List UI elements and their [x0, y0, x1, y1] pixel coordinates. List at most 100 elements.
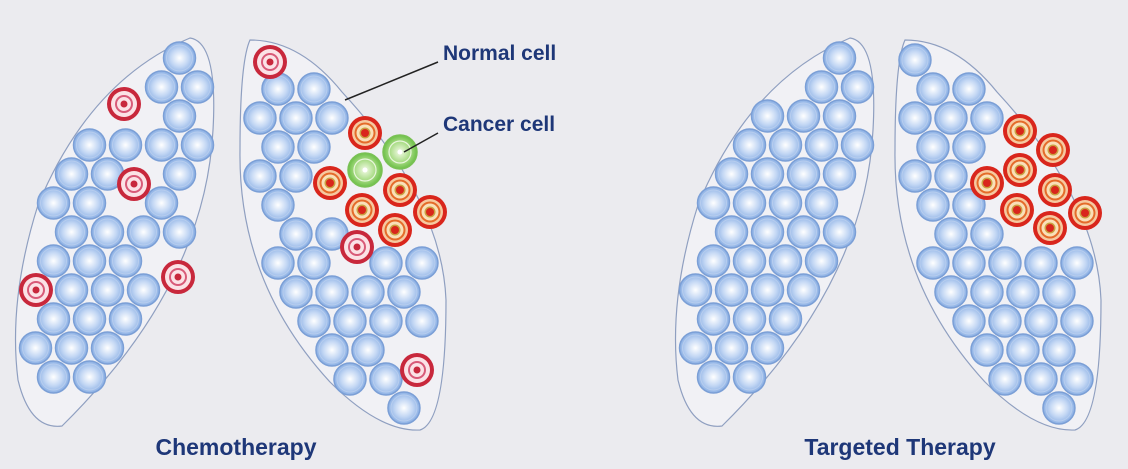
- normal-cell: [180, 70, 215, 104]
- normal-cell: [36, 302, 71, 336]
- normal-cell: [108, 128, 143, 162]
- normal-cell: [369, 362, 403, 396]
- normal-cell: [18, 331, 53, 365]
- normal-cell: [1042, 391, 1076, 425]
- normal-cell: [786, 273, 821, 307]
- normal-cell: [750, 215, 785, 249]
- normal-cell: [952, 246, 986, 280]
- normal-cell: [696, 302, 731, 336]
- normal-cell: [1060, 304, 1094, 338]
- normal-cell: [934, 275, 968, 309]
- normal-cell: [952, 188, 986, 222]
- normal-cell: [696, 360, 731, 394]
- normal-cell: [351, 275, 385, 309]
- normal-cell: [988, 246, 1022, 280]
- normal-cell: [898, 43, 932, 77]
- damaged-cell: [161, 260, 195, 294]
- normal-cell: [1042, 275, 1076, 309]
- normal-cell: [732, 360, 767, 394]
- damaged-cell: [19, 273, 53, 307]
- normal-cell: [1060, 362, 1094, 396]
- normal-cell: [1024, 246, 1058, 280]
- normal-cell: [786, 157, 821, 191]
- normal-cell: [72, 302, 107, 336]
- cancer-cell: [1003, 153, 1037, 187]
- normal-cell: [952, 130, 986, 164]
- damaged-cell: [107, 87, 141, 121]
- normal-cell: [732, 186, 767, 220]
- normal-cell: [696, 186, 731, 220]
- normal-cell: [162, 215, 197, 249]
- cancer-cell: [383, 173, 417, 207]
- damaged-cell: [400, 353, 434, 387]
- normal-cell: [804, 244, 839, 278]
- normal-cell: [108, 244, 143, 278]
- normal-cell: [54, 157, 89, 191]
- normal-cell: [898, 101, 932, 135]
- normal-cell: [1024, 304, 1058, 338]
- normal-cell-pointer: [344, 61, 439, 101]
- normal-cell: [714, 215, 749, 249]
- normal-cell: [1024, 362, 1058, 396]
- cancer-cell: [348, 116, 382, 150]
- normal-cell: [144, 186, 179, 220]
- normal-cell: [108, 302, 143, 336]
- normal-cell: [387, 391, 421, 425]
- normal-cell: [916, 246, 950, 280]
- normal-cell: [750, 273, 785, 307]
- normal-cell: [333, 304, 367, 338]
- normal-cell: [297, 246, 331, 280]
- normal-cell: [369, 304, 403, 338]
- damaged-cell: [253, 45, 287, 79]
- normal-cell: [804, 186, 839, 220]
- normal-cell: [934, 101, 968, 135]
- normal-cell: [786, 215, 821, 249]
- normal-cell: [768, 186, 803, 220]
- normal-cell: [72, 244, 107, 278]
- normal-cell: [970, 275, 1004, 309]
- normal-cell: [786, 99, 821, 133]
- normal-cell: [732, 128, 767, 162]
- cancer-cell: [970, 166, 1004, 200]
- normal-cell: [678, 273, 713, 307]
- normal-cell: [1006, 333, 1040, 367]
- normal-cell: [126, 273, 161, 307]
- normal-cell: [297, 304, 331, 338]
- normal-cell: [1060, 246, 1094, 280]
- normal-cell: [162, 99, 197, 133]
- normal-cell: [279, 159, 313, 193]
- normal-cell: [714, 331, 749, 365]
- cancer-cell: [378, 213, 412, 247]
- normal-cell: [840, 70, 875, 104]
- cancer-cell-label: Cancer cell: [443, 113, 556, 136]
- normal-cell: [90, 215, 125, 249]
- chemotherapy-caption: Chemotherapy: [155, 434, 317, 460]
- normal-cell-label: Normal cell: [443, 42, 557, 65]
- damaged-cell: [340, 230, 374, 264]
- normal-cell: [768, 244, 803, 278]
- normal-cell: [804, 70, 839, 104]
- normal-cell: [351, 333, 385, 367]
- cancer-cell: [1036, 133, 1070, 167]
- cancer-cell: [313, 166, 347, 200]
- normal-cell: [696, 244, 731, 278]
- cancer-cell: [413, 195, 447, 229]
- normal-cell: [72, 360, 107, 394]
- green-cancer-cell: [382, 134, 418, 170]
- normal-cell: [162, 157, 197, 191]
- normal-cell: [952, 72, 986, 106]
- normal-cell: [315, 101, 349, 135]
- normal-cell: [916, 188, 950, 222]
- normal-cell: [952, 304, 986, 338]
- cancer-cell: [345, 193, 379, 227]
- normal-cell: [279, 101, 313, 135]
- normal-cell: [279, 275, 313, 309]
- normal-cell: [144, 128, 179, 162]
- normal-cell: [261, 246, 295, 280]
- normal-cell: [90, 331, 125, 365]
- normal-cell: [988, 362, 1022, 396]
- normal-cell: [297, 72, 331, 106]
- normal-cell: [822, 41, 857, 75]
